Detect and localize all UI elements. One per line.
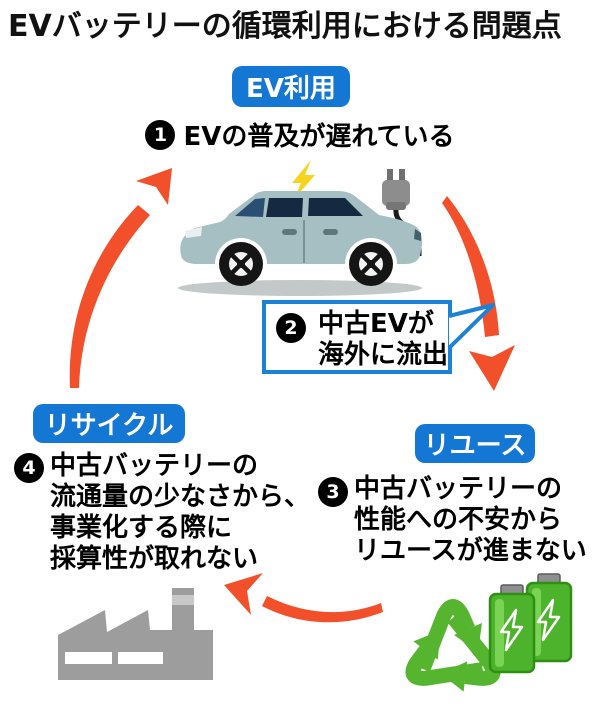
point-3-line-3: リユースが進まない: [354, 536, 587, 566]
page-title: EVバッテリーの循環利用における問題点: [8, 9, 562, 44]
point-2-line-1: 中古EVが: [318, 309, 434, 339]
wheel: [219, 242, 263, 286]
number-4-marker: 4: [14, 453, 44, 483]
point-2-line-2: 海外に流出: [318, 340, 449, 370]
lightning-icon: [292, 160, 315, 199]
curved-arrow-left-icon: [224, 573, 383, 623]
stage-badge-ev-use: EV利用: [232, 66, 350, 107]
point-4-line-1: 中古バッテリーの: [50, 451, 259, 481]
factory-icon: [58, 588, 213, 680]
battery-icon: [488, 573, 573, 674]
point-3-line-2: 性能への不安から: [354, 505, 563, 535]
stage-badge-recycle: リサイクル: [33, 404, 185, 443]
curved-arrow-down-icon: [442, 196, 515, 391]
stage-badge-reuse: リユース: [415, 424, 535, 463]
number-1-marker: 1: [145, 119, 176, 150]
point-4-line-3: 事業化する際に: [50, 513, 233, 543]
point-4-line-4: 採算性が取れない: [50, 544, 259, 574]
point-3: 3 中古バッテリーの 性能への不安から リユースが進まない: [318, 474, 600, 567]
speech-bubble-tail-icon: [447, 303, 495, 350]
point-4: 4 中古バッテリーの 流通量の少なさから、 事業化する際に 採算性が取れない: [14, 451, 330, 575]
number-2-marker: 2: [276, 313, 306, 343]
point-3-line-1: 中古バッテリーの: [354, 474, 563, 504]
point-1: 1 EVの普及が遅れている: [0, 116, 600, 153]
wheel: [349, 242, 393, 286]
point-2-speech-bubble: 2 中古EVが 海外に流出: [262, 300, 452, 374]
point-4-line-2: 流通量の少なさから、: [50, 482, 311, 512]
curved-arrow-up-icon: [69, 168, 172, 388]
number-3-marker: 3: [318, 477, 348, 507]
ev-car-icon: [178, 160, 423, 296]
point-1-text: EVの普及が遅れている: [183, 122, 455, 152]
charging-plug-icon: [382, 180, 410, 206]
